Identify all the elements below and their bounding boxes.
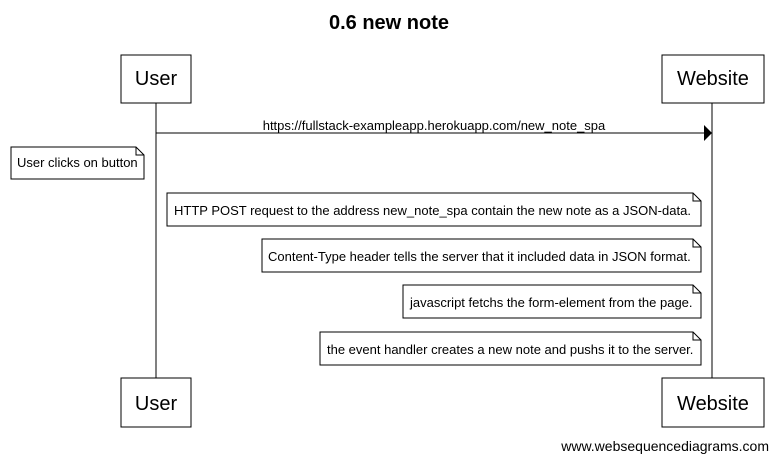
actor-user-top-label: User — [135, 68, 178, 90]
message-new-note-spa: https://fullstack-exampleapp.herokuapp.c… — [156, 118, 712, 141]
actor-website-top: Website — [661, 54, 765, 104]
note-4-text: javascript fetchs the form-element from … — [409, 295, 693, 310]
note-3-text: Content-Type header tells the server tha… — [268, 249, 691, 264]
note-4: javascript fetchs the form-element from … — [402, 284, 702, 319]
note-1: User clicks on button — [10, 146, 145, 180]
actor-user-bottom: User — [120, 377, 192, 428]
note-1-text: User clicks on button — [17, 155, 138, 170]
actor-website-bottom-label: Website — [677, 393, 749, 415]
message-arrow-head — [704, 125, 712, 141]
note-2-text: HTTP POST request to the address new_not… — [174, 203, 691, 218]
actor-website-bottom: Website — [661, 377, 765, 428]
message-label: https://fullstack-exampleapp.herokuapp.c… — [263, 118, 606, 133]
note-5-text: the event handler creates a new note and… — [327, 342, 693, 357]
note-2: HTTP POST request to the address new_not… — [166, 192, 702, 227]
actor-website-top-label: Website — [677, 68, 749, 90]
note-5: the event handler creates a new note and… — [319, 331, 702, 366]
actor-user-bottom-label: User — [135, 393, 178, 415]
footer-watermark: www.websequencediagrams.com — [560, 438, 769, 454]
actor-user-top: User — [120, 54, 192, 104]
note-3: Content-Type header tells the server tha… — [261, 238, 702, 273]
diagram-title: 0.6 new note — [329, 12, 449, 34]
